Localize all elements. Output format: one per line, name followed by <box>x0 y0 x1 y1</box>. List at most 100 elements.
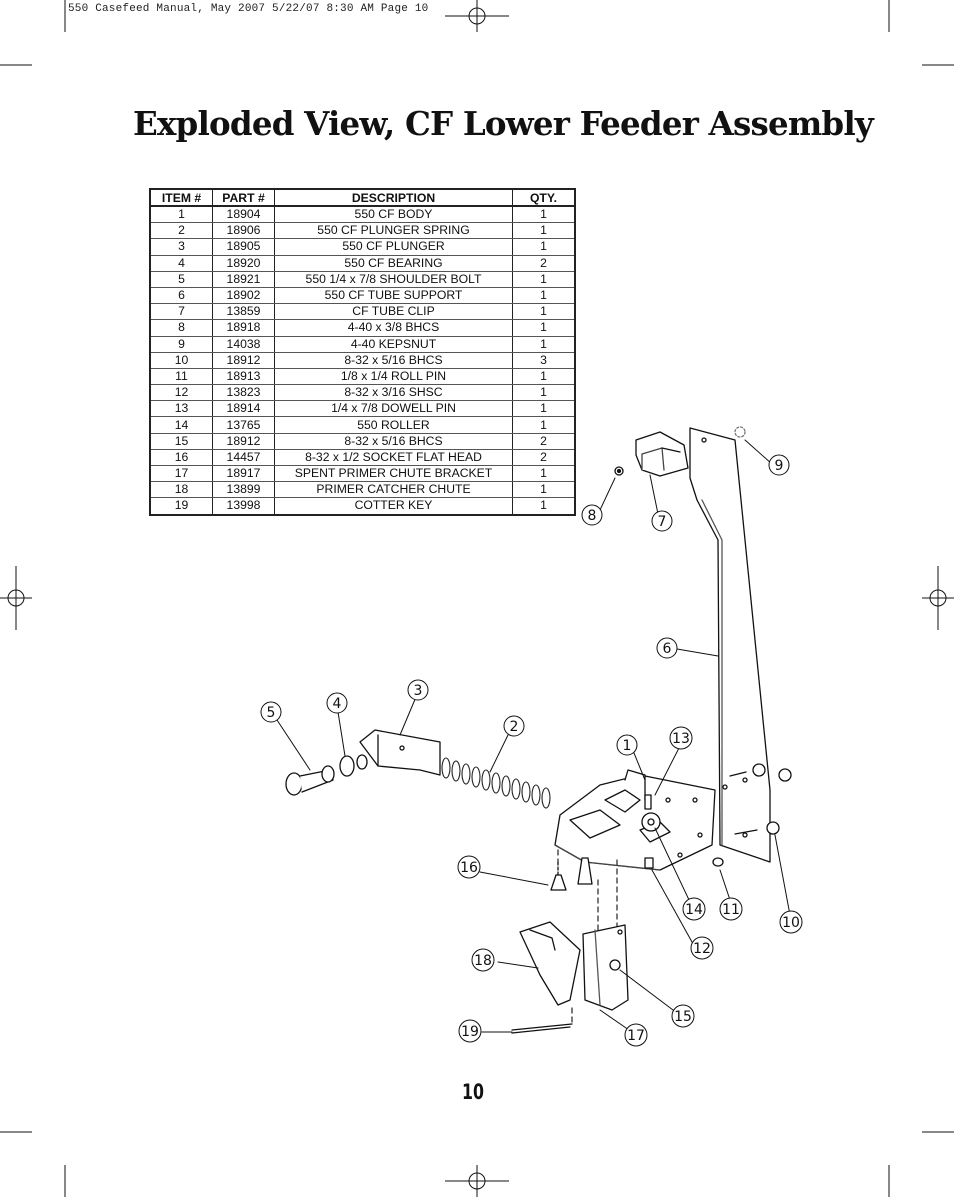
item-cell: 13 <box>149 400 213 418</box>
qty-cell: 1 <box>512 319 576 337</box>
callout-label: 5 <box>267 705 276 721</box>
callout-label: 18 <box>474 953 492 969</box>
qty-cell: 1 <box>512 384 576 402</box>
callout-16: 16 <box>457 855 481 879</box>
item-cell: 2 <box>149 222 213 240</box>
catcher-chute-18 <box>519 921 581 1006</box>
description-cell: CF TUBE CLIP <box>274 303 513 321</box>
col-description: DESCRIPTION <box>274 188 513 207</box>
qty-cell: 1 <box>512 206 576 224</box>
qty-cell: 2 <box>512 433 576 450</box>
callout-17: 17 <box>624 1023 648 1047</box>
kepsnut-9 <box>734 426 746 438</box>
chute-bracket-17 <box>582 924 629 1011</box>
item-cell: 12 <box>149 384 213 402</box>
qty-cell: 1 <box>512 465 576 483</box>
part-cell: 18918 <box>212 319 275 337</box>
callout-7: 7 <box>651 510 673 532</box>
qty-cell: 1 <box>512 336 576 353</box>
callout-4: 4 <box>326 692 348 714</box>
description-cell: 1/4 x 7/8 DOWELL PIN <box>274 400 513 418</box>
item-cell: 11 <box>149 368 213 386</box>
callout-label: 19 <box>461 1024 479 1040</box>
dowel-pin-13 <box>644 794 652 810</box>
description-cell: 550 CF BODY <box>274 206 513 224</box>
qty-cell: 1 <box>512 400 576 418</box>
callout-10: 10 <box>779 910 803 934</box>
print-slug: 550 Casefeed Manual, May 2007 5/22/07 8:… <box>68 3 429 15</box>
callout-5: 5 <box>260 701 282 723</box>
part-cell: 18913 <box>212 368 275 386</box>
item-cell: 9 <box>149 336 213 353</box>
part-cell: 18902 <box>212 287 275 305</box>
flat-head-screws-16 <box>550 857 593 891</box>
callout-11: 11 <box>719 897 743 921</box>
qty-cell: 3 <box>512 352 576 369</box>
screw-8 <box>614 466 624 476</box>
callout-label: 9 <box>775 458 784 474</box>
part-cell: 13823 <box>212 384 275 402</box>
plunger-3 <box>359 729 441 776</box>
spring-2 <box>441 757 551 809</box>
part-cell: 18904 <box>212 206 275 224</box>
item-cell: 8 <box>149 319 213 337</box>
description-cell: 550 CF BEARING <box>274 255 513 272</box>
description-cell: 550 CF TUBE SUPPORT <box>274 287 513 305</box>
item-cell: 1 <box>149 206 213 224</box>
callout-label: 16 <box>460 860 478 876</box>
qty-cell: 1 <box>512 271 576 288</box>
callout-label: 1 <box>623 738 632 754</box>
qty-cell: 1 <box>512 287 576 305</box>
callout-18: 18 <box>471 948 495 972</box>
col-qty: QTY. <box>512 188 576 207</box>
description-cell: 8-32 x 1/2 SOCKET FLAT HEAD <box>274 449 513 467</box>
item-cell: 7 <box>149 303 213 321</box>
item-cell: 3 <box>149 238 213 256</box>
callout-label: 7 <box>658 514 667 530</box>
page-number: 10 <box>462 1080 484 1104</box>
qty-cell: 1 <box>512 497 576 516</box>
callout-13: 13 <box>669 726 693 750</box>
description-cell: 550 CF PLUNGER SPRING <box>274 222 513 240</box>
item-cell: 19 <box>149 497 213 516</box>
part-cell: 14038 <box>212 336 275 353</box>
bearing-4 <box>321 754 368 783</box>
qty-cell: 1 <box>512 416 576 434</box>
part-cell: 18921 <box>212 271 275 288</box>
col-part: PART # <box>212 188 275 207</box>
set-screw-12 <box>644 857 654 869</box>
description-cell: PRIMER CATCHER CHUTE <box>274 481 513 499</box>
part-cell: 18920 <box>212 255 275 272</box>
roll-pin-11 <box>712 857 724 867</box>
qty-cell: 2 <box>512 449 576 467</box>
callout-label: 14 <box>685 902 703 918</box>
callout-label: 12 <box>693 941 711 957</box>
qty-cell: 1 <box>512 238 576 256</box>
qty-cell: 1 <box>512 368 576 386</box>
callout-12: 12 <box>690 936 714 960</box>
part-cell: 18917 <box>212 465 275 483</box>
item-cell: 15 <box>149 433 213 450</box>
part-cell: 18912 <box>212 352 275 369</box>
description-cell: 550 ROLLER <box>274 416 513 434</box>
part-cell: 18905 <box>212 238 275 256</box>
roller-14 <box>641 812 661 832</box>
callout-15: 15 <box>671 1004 695 1028</box>
callout-label: 2 <box>510 719 519 735</box>
callout-1: 1 <box>616 734 638 756</box>
qty-cell: 2 <box>512 255 576 272</box>
cotter-key-19 <box>511 1023 573 1034</box>
item-cell: 10 <box>149 352 213 369</box>
callout-label: 15 <box>674 1009 692 1025</box>
